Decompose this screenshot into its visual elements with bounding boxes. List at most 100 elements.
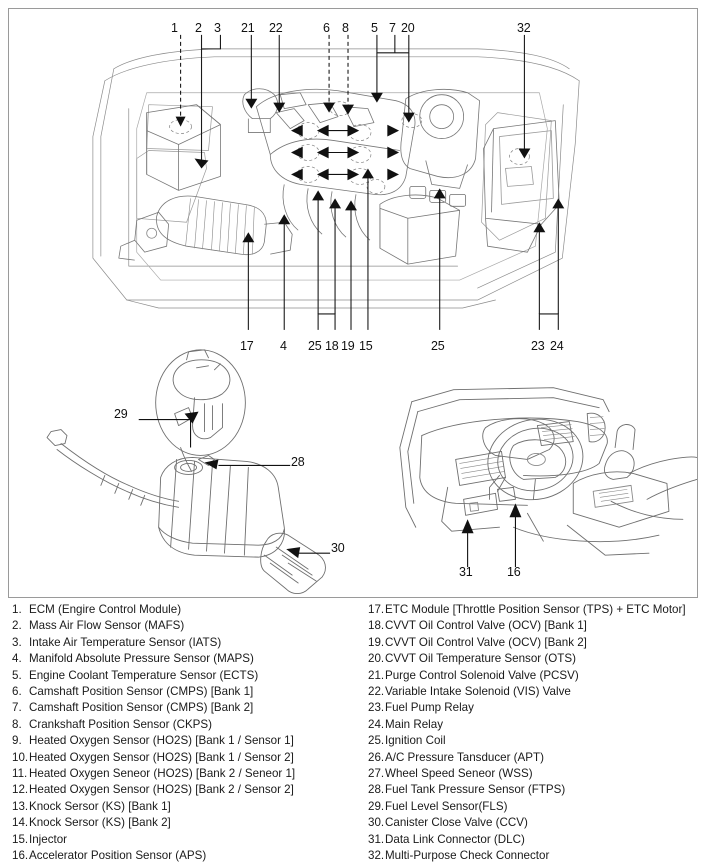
legend-item-26: 26.A/C Pressure Tansducer (APT) bbox=[368, 750, 712, 766]
legend-item-label: Heated Oxygen Seneor (HO2S) [Bank 2 / Se… bbox=[29, 767, 296, 781]
callout-16: 16 bbox=[507, 565, 521, 579]
callout-1: 1 bbox=[171, 21, 178, 35]
legend-item-number: 5. bbox=[12, 668, 22, 682]
legend-item-label: ETC Module [Throttle Position Sensor (TP… bbox=[385, 603, 686, 616]
legend-item-number: 4. bbox=[12, 652, 22, 666]
callout-32: 32 bbox=[517, 21, 531, 35]
legend-item-number: 27. bbox=[368, 767, 385, 781]
legend-item-number: 28. bbox=[368, 783, 385, 797]
legend-item-label: Fuel Pump Relay bbox=[385, 701, 474, 715]
legend-item-5: 5. Engine Coolant Temperature Sensor (ECT… bbox=[12, 668, 362, 684]
legend-item-number: 3. bbox=[12, 635, 22, 649]
callout-25b: 25 bbox=[431, 339, 445, 353]
legend-item-label: Crankshaft Position Sensor (CKPS) bbox=[29, 717, 212, 731]
legend-item-number: 2. bbox=[12, 619, 22, 633]
legend-item-number: 1. bbox=[12, 603, 22, 616]
callout-29: 29 bbox=[114, 407, 128, 421]
legend-item-number: 7. bbox=[12, 701, 22, 715]
legend-item-label: A/C Pressure Tansducer (APT) bbox=[385, 750, 544, 764]
legend-item-number: 10. bbox=[12, 750, 29, 764]
legend-item-label: Engine Coolant Temperature Sensor (ECTS) bbox=[29, 668, 259, 682]
legend-item-4: 4. Manifold Absolute Pressure Sensor (MAP… bbox=[12, 651, 362, 667]
callout-28: 28 bbox=[291, 455, 305, 469]
legend-column-right: 17.ETC Module [Throttle Position Sensor … bbox=[368, 602, 712, 865]
legend-item-label: Camshaft Position Sensor (CMPS) [Bank 2] bbox=[29, 701, 254, 715]
legend-item-label: Mass Air Flow Sensor (MAFS) bbox=[29, 619, 185, 633]
callout-31: 31 bbox=[459, 565, 473, 579]
legend-item-label: Canister Close Valve (CCV) bbox=[385, 816, 528, 830]
legend-item-number: 12. bbox=[12, 783, 29, 797]
interior-dashboard-illustration bbox=[399, 387, 697, 568]
callout-2: 2 bbox=[195, 21, 202, 35]
component-legend: 1. ECM (Engire Control Module) 2. Mass Air … bbox=[0, 600, 712, 868]
legend-item-23: 23.Fuel Pump Relay bbox=[368, 700, 712, 716]
legend-item-label: Heated Oxygen Sensor (HO2S) [Bank 2 / Se… bbox=[29, 783, 294, 797]
legend-item-number: 13. bbox=[12, 799, 29, 813]
legend-column-left: 1. ECM (Engire Control Module) 2. Mass Air … bbox=[12, 602, 362, 865]
legend-item-25: 25.Ignition Coil bbox=[368, 733, 712, 749]
legend-item-number: 19. bbox=[368, 635, 385, 649]
legend-item-number: 23. bbox=[368, 701, 385, 715]
legend-item-label: Data Link Connector (DLC) bbox=[385, 832, 525, 846]
legend-item-label: CVVT Oil Control Valve (OCV) [Bank 2] bbox=[385, 635, 587, 649]
legend-item-number: 11. bbox=[12, 767, 28, 781]
legend-item-22: 22.Variable Intake Solenoid (VIS) Valve bbox=[368, 684, 712, 700]
legend-item-label: Heated Oxygen Sensor (HO2S) [Bank 1 / Se… bbox=[29, 734, 294, 748]
legend-item-number: 21. bbox=[368, 668, 385, 682]
legend-item-label: Manifold Absolute Pressure Sensor (MAPS) bbox=[29, 652, 254, 666]
legend-item-label: Purge Control Solenoid Valve (PCSV) bbox=[385, 668, 579, 682]
callout-22: 22 bbox=[269, 21, 283, 35]
callout-15: 15 bbox=[359, 339, 373, 353]
legend-item-24: 24.Main Relay bbox=[368, 717, 712, 733]
callout-25a: 25 bbox=[308, 339, 322, 353]
legend-item-17: 17.ETC Module [Throttle Position Sensor … bbox=[368, 602, 712, 618]
legend-item-21: 21.Purge Control Solenoid Valve (PCSV) bbox=[368, 668, 712, 684]
callout-6: 6 bbox=[323, 21, 330, 35]
legend-item-number: 8. bbox=[12, 717, 22, 731]
illustration-frame: 1 2 3 21 22 6 8 5 7 20 32 17 4 25 18 19 … bbox=[8, 8, 698, 598]
legend-item-label: Main Relay bbox=[385, 717, 443, 731]
legend-item-label: Camshaft Position Sensor (CMPS) [Bank 1] bbox=[29, 685, 254, 699]
callout-3: 3 bbox=[214, 21, 221, 35]
legend-item-28: 28.Fuel Tank Pressure Sensor (FTPS) bbox=[368, 782, 712, 798]
callout-7: 7 bbox=[389, 21, 396, 35]
legend-item-label: Injector bbox=[29, 832, 68, 846]
legend-item-8: 8. Crankshaft Position Sensor (CKPS) bbox=[12, 717, 362, 733]
legend-item-number: 25. bbox=[368, 734, 385, 748]
legend-item-13: 13.Knock Sersor (KS) [Bank 1] bbox=[12, 799, 362, 815]
legend-item-number: 17. bbox=[368, 603, 385, 616]
legend-item-14: 14.Knock Sersor (KS) [Bank 2] bbox=[12, 815, 362, 831]
legend-item-3: 3. Intake Air Temperature Sensor (IATS) bbox=[12, 635, 362, 651]
callout-5: 5 bbox=[371, 21, 378, 35]
legend-item-label: CVVT Oil Control Valve (OCV) [Bank 1] bbox=[385, 619, 587, 633]
fuel-tank-illustration bbox=[46, 349, 331, 594]
legend-item-6: 6.Camshaft Position Sensor (CMPS) [Bank … bbox=[12, 684, 362, 700]
legend-item-27: 27.Wheel Speed Seneor (WSS) bbox=[368, 766, 712, 782]
legend-item-label: Fuel Tank Pressure Sensor (FTPS) bbox=[385, 783, 566, 797]
legend-item-15: 15.Injector bbox=[12, 832, 362, 848]
callout-19: 19 bbox=[341, 339, 355, 353]
legend-item-number: 31. bbox=[368, 832, 385, 846]
legend-item-number: 22. bbox=[368, 685, 385, 699]
legend-item-number: 32. bbox=[368, 849, 385, 863]
legend-item-label: Intake Air Temperature Sensor (IATS) bbox=[29, 635, 222, 649]
engine-bay-illustration bbox=[92, 34, 580, 330]
legend-item-number: 29. bbox=[368, 799, 385, 813]
legend-item-9: 9. Heated Oxygen Sensor (HO2S) [Bank 1 / … bbox=[12, 733, 362, 749]
callout-21: 21 bbox=[241, 21, 255, 35]
legend-item-number: 9. bbox=[12, 734, 22, 748]
legend-item-label: Knock Sersor (KS) [Bank 1] bbox=[29, 799, 171, 813]
legend-item-number: 14. bbox=[12, 816, 29, 830]
legend-item-29: 29.Fuel Level Sensor(FLS) bbox=[368, 799, 712, 815]
legend-item-1: 1. ECM (Engire Control Module) bbox=[12, 602, 362, 618]
legend-item-number: 26. bbox=[368, 750, 385, 764]
legend-item-label: Variable Intake Solenoid (VIS) Valve bbox=[385, 685, 571, 699]
legend-item-label: ECM (Engire Control Module) bbox=[29, 603, 182, 616]
legend-item-label: Heated Oxygen Sensor (HO2S) [Bank 1 / Se… bbox=[29, 750, 294, 764]
legend-item-2: 2. Mass Air Flow Sensor (MAFS) bbox=[12, 618, 362, 634]
legend-item-number: 24. bbox=[368, 717, 385, 731]
legend-item-label: Multi-Purpose Check Connector bbox=[385, 849, 550, 863]
callout-20: 20 bbox=[401, 21, 415, 35]
legend-item-7: 7. Camshaft Position Sensor (CMPS) [Bank … bbox=[12, 700, 362, 716]
callout-18: 18 bbox=[325, 339, 339, 353]
